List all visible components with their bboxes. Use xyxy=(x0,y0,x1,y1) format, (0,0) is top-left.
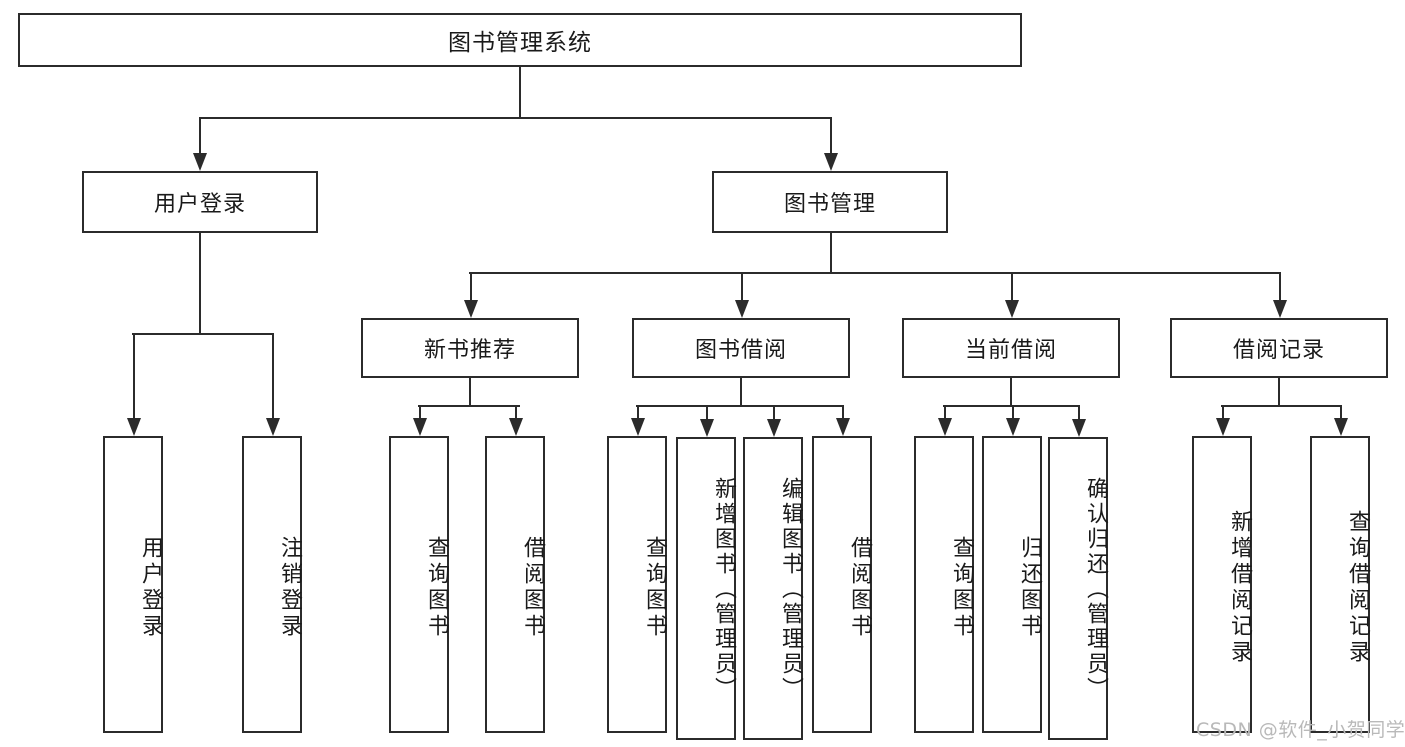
edge-dq-leaf0-arrowhead xyxy=(938,418,952,436)
node-leaf-4[interactable]: 查询图书 xyxy=(607,436,667,733)
node-root-system[interactable]: 图书管理系统 xyxy=(18,13,1022,67)
edge-jy-leaf2-shaft xyxy=(773,405,775,419)
edge-books-bar xyxy=(469,272,1281,274)
node-leaf-label: 查询借阅记录 xyxy=(1345,509,1370,666)
node-leaf-9[interactable]: 归还图书 xyxy=(982,436,1042,733)
node-leaf-label: 借阅图书 xyxy=(520,535,545,640)
edge-dq-stem xyxy=(1010,378,1012,406)
edge-jy-leaf2-arrowhead xyxy=(767,419,781,437)
edge-dq-leaf1-arrowhead xyxy=(1006,418,1020,436)
node-leaf-label: 编辑图书（管理员） xyxy=(778,477,803,702)
node-leaf-0[interactable]: 用户登录 xyxy=(103,436,163,733)
node-leaf-label: 查询图书 xyxy=(642,535,667,640)
node-leaf-label: 新增借阅记录 xyxy=(1227,509,1252,666)
node-level3-label: 新书推荐 xyxy=(423,338,516,363)
edge-root-bar xyxy=(199,117,832,119)
edge-login-leaf0-shaft xyxy=(133,333,135,418)
edge-nb-leaf1-arrowhead xyxy=(509,418,523,436)
edge-login-bar xyxy=(132,333,272,335)
node-leaf-label: 归还图书 xyxy=(1017,535,1042,640)
node-level2-1[interactable]: 图书管理 xyxy=(712,171,948,233)
edge-jy-stem xyxy=(740,378,742,406)
edge-root-to-login-arrowhead xyxy=(193,153,207,171)
edge-jy-bar xyxy=(636,405,842,407)
node-leaf-1[interactable]: 注销登录 xyxy=(242,436,302,733)
edge-books-to-l3-1-arrowhead xyxy=(735,300,749,318)
node-leaf-label: 新增图书（管理员） xyxy=(711,477,736,702)
node-level3-label: 图书借阅 xyxy=(694,338,787,363)
edge-jl-bar xyxy=(1221,405,1340,407)
edge-nb-stem xyxy=(469,378,471,406)
node-level3-1[interactable]: 图书借阅 xyxy=(632,318,850,378)
node-leaf-6[interactable]: 编辑图书（管理员） xyxy=(743,437,803,740)
node-leaf-2[interactable]: 查询图书 xyxy=(389,436,449,733)
edge-books-to-l3-0-arrowhead xyxy=(464,300,478,318)
edge-books-to-l3-3-shaft xyxy=(1279,272,1281,300)
edge-dq-leaf2-arrowhead xyxy=(1072,419,1086,437)
node-leaf-11[interactable]: 新增借阅记录 xyxy=(1192,436,1252,733)
node-leaf-label: 确认归还（管理员） xyxy=(1083,477,1108,702)
edge-jl-stem xyxy=(1278,378,1280,406)
edge-root-to-books-arrowhead xyxy=(824,153,838,171)
edge-jy-leaf1-shaft xyxy=(706,405,708,419)
node-level2-0[interactable]: 用户登录 xyxy=(82,171,318,233)
node-leaf-8[interactable]: 查询图书 xyxy=(914,436,974,733)
node-leaf-label: 注销登录 xyxy=(277,535,302,640)
edge-nb-leaf0-shaft xyxy=(419,405,421,418)
edge-nb-leaf1-shaft xyxy=(515,405,517,418)
edge-books-to-l3-0-shaft xyxy=(470,272,472,300)
node-level3-0[interactable]: 新书推荐 xyxy=(361,318,579,378)
node-level2-label: 图书管理 xyxy=(783,192,876,217)
edge-jl-leaf0-arrowhead xyxy=(1216,418,1230,436)
node-level3-label: 当前借阅 xyxy=(964,338,1057,363)
edge-dq-leaf1-shaft xyxy=(1012,405,1014,418)
node-leaf-label: 借阅图书 xyxy=(847,535,872,640)
node-leaf-label: 用户登录 xyxy=(138,535,163,640)
edge-books-to-l3-2-arrowhead xyxy=(1005,300,1019,318)
node-leaf-label: 查询图书 xyxy=(424,535,449,640)
edge-jy-leaf3-arrowhead xyxy=(836,418,850,436)
edge-jy-leaf0-arrowhead xyxy=(631,418,645,436)
edge-jy-leaf1-arrowhead xyxy=(700,419,714,437)
edge-nb-leaf0-arrowhead xyxy=(413,418,427,436)
edge-books-to-l3-1-shaft xyxy=(741,272,743,300)
edge-dq-bar xyxy=(943,405,1078,407)
edge-login-leaf1-arrowhead xyxy=(266,418,280,436)
node-level3-2[interactable]: 当前借阅 xyxy=(902,318,1120,378)
edge-jy-leaf0-shaft xyxy=(637,405,639,418)
csdn-watermark: CSDN @软件_小贺同学 xyxy=(1196,719,1405,741)
node-leaf-5[interactable]: 新增图书（管理员） xyxy=(676,437,736,740)
edge-login-leaf0-arrowhead xyxy=(127,418,141,436)
edge-dq-leaf0-shaft xyxy=(944,405,946,418)
edge-dq-leaf2-shaft xyxy=(1078,405,1080,419)
edge-root-to-login-shaft xyxy=(199,117,201,153)
node-level2-label: 用户登录 xyxy=(153,192,246,217)
edge-jl-leaf1-arrowhead xyxy=(1334,418,1348,436)
edge-books-to-l3-2-shaft xyxy=(1011,272,1013,300)
node-leaf-label: 查询图书 xyxy=(949,535,974,640)
edge-root-to-books-shaft xyxy=(830,117,832,153)
edge-books-stem xyxy=(830,233,832,273)
node-level3-3[interactable]: 借阅记录 xyxy=(1170,318,1388,378)
edge-nb-bar xyxy=(418,405,520,407)
edge-login-stem xyxy=(199,233,201,334)
node-leaf-10[interactable]: 确认归还（管理员） xyxy=(1048,437,1108,740)
node-leaf-12[interactable]: 查询借阅记录 xyxy=(1310,436,1370,733)
edge-jl-leaf1-shaft xyxy=(1340,405,1342,418)
node-leaf-3[interactable]: 借阅图书 xyxy=(485,436,545,733)
edge-root-stem xyxy=(519,67,521,118)
edge-login-leaf1-shaft xyxy=(272,333,274,418)
node-leaf-7[interactable]: 借阅图书 xyxy=(812,436,872,733)
node-level3-label: 借阅记录 xyxy=(1232,338,1325,363)
edge-jl-leaf0-shaft xyxy=(1222,405,1224,418)
edge-books-to-l3-3-arrowhead xyxy=(1273,300,1287,318)
edge-jy-leaf3-shaft xyxy=(842,405,844,418)
